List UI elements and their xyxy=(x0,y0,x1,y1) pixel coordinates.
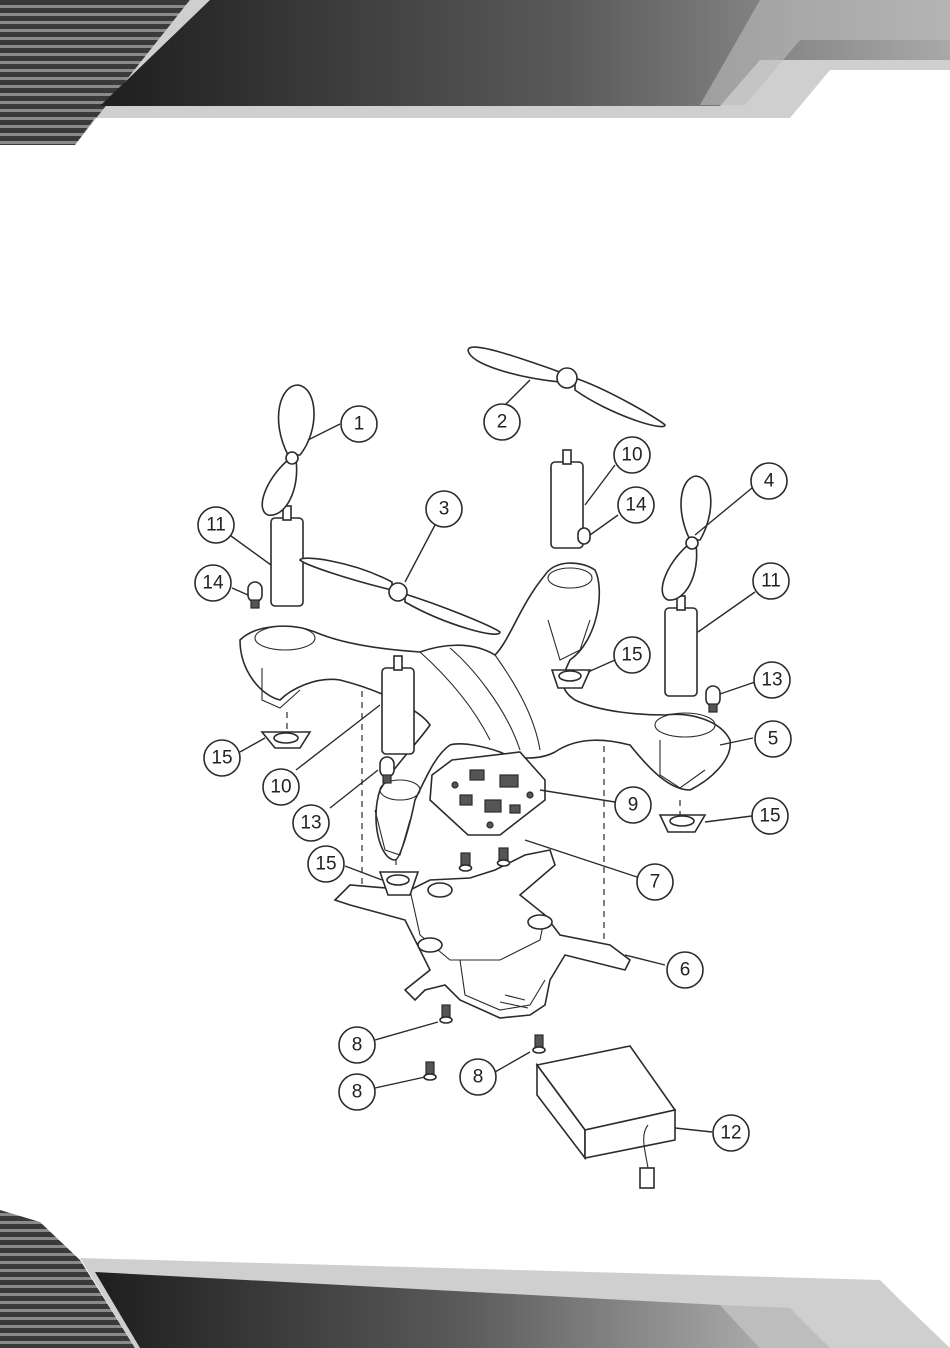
callout-10a-label: 10 xyxy=(621,445,642,466)
callout-15a-label: 15 xyxy=(211,748,232,769)
callout-4-label: 4 xyxy=(764,471,775,492)
callout-12: 12 xyxy=(713,1115,749,1151)
callout-15d-label: 15 xyxy=(315,854,336,875)
callout-5-label: 5 xyxy=(768,729,779,750)
callout-8b: 8 xyxy=(339,1074,375,1110)
callout-13b: 13 xyxy=(293,805,329,841)
callout-1: 1 xyxy=(341,406,377,442)
callout-11a-label: 11 xyxy=(206,515,226,536)
callout-7: 7 xyxy=(637,864,673,900)
callout-1-label: 1 xyxy=(354,414,365,435)
callout-15b-label: 15 xyxy=(759,806,780,827)
callout-13a-label: 13 xyxy=(761,670,782,691)
callout-3-label: 3 xyxy=(439,499,450,520)
callout-8a: 8 xyxy=(339,1027,375,1063)
callout-11b-label: 11 xyxy=(761,571,781,592)
callout-10b-label: 10 xyxy=(270,777,291,798)
callout-10b: 10 xyxy=(263,769,299,805)
callout-14a-label: 14 xyxy=(202,573,224,594)
callout-7-label: 7 xyxy=(650,872,661,893)
circuit-board xyxy=(430,752,545,835)
battery-pack xyxy=(537,1046,675,1188)
callout-11b: 11 xyxy=(753,563,789,599)
callout-15c: 15 xyxy=(614,637,650,673)
callout-4: 4 xyxy=(751,463,787,499)
callout-15c-label: 15 xyxy=(621,645,642,666)
callout-3: 3 xyxy=(426,491,462,527)
callout-8c: 8 xyxy=(460,1059,496,1095)
callout-6: 6 xyxy=(667,952,703,988)
callout-13b-label: 13 xyxy=(300,813,321,834)
callout-2: 2 xyxy=(484,404,520,440)
callout-6-label: 6 xyxy=(680,960,691,981)
bottom-shell xyxy=(335,850,630,1018)
callout-9: 9 xyxy=(615,787,651,823)
top-header-band xyxy=(0,0,950,145)
callout-12-label: 12 xyxy=(720,1123,741,1144)
callout-8b-label: 8 xyxy=(352,1082,363,1103)
callout-2-label: 2 xyxy=(497,412,508,433)
callout-15a: 15 xyxy=(204,740,240,776)
callout-13a: 13 xyxy=(754,662,790,698)
bottom-footer-band xyxy=(0,1210,950,1348)
callout-8c-label: 8 xyxy=(473,1067,484,1088)
callout-14b-label: 14 xyxy=(625,495,647,516)
callout-8a-label: 8 xyxy=(352,1035,363,1056)
callout-10a: 10 xyxy=(614,437,650,473)
callout-15b: 15 xyxy=(752,798,788,834)
callout-11a: 11 xyxy=(198,507,234,543)
callout-9-label: 9 xyxy=(628,795,639,816)
callout-5: 5 xyxy=(755,721,791,757)
callout-14b: 14 xyxy=(618,487,654,523)
callout-14a: 14 xyxy=(195,565,231,601)
callout-15d: 15 xyxy=(308,846,344,882)
